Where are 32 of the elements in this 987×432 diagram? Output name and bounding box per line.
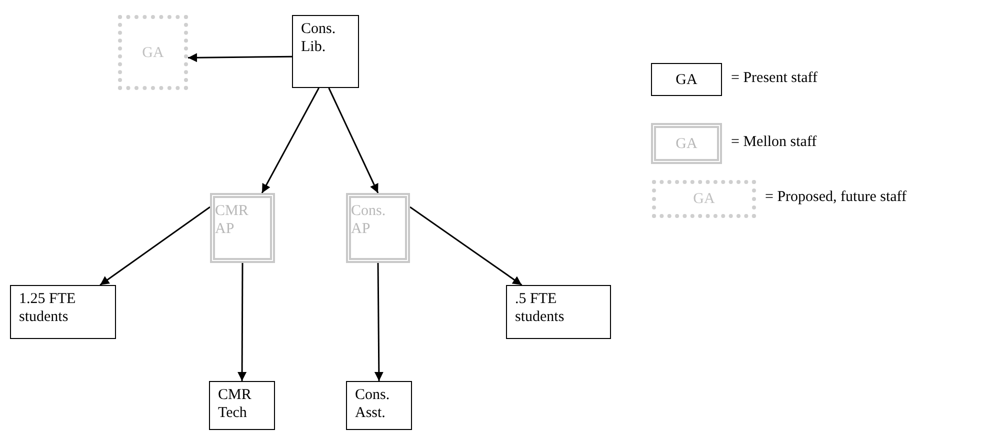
dotted-border-box [118,15,188,90]
staff-box [346,381,412,430]
arrow [100,206,210,286]
staff-box [209,381,275,430]
box-label: Cons. Asst. [355,386,391,422]
staff-box [506,285,611,339]
box-label: GA [142,44,164,62]
box-label: .5 FTE students [515,290,566,326]
arrow [238,263,247,381]
double-border-box [346,193,410,263]
box-label: GA [693,190,715,208]
arrow [328,88,379,194]
legend-text: = Mellon staff [731,132,817,150]
box-label: CMR AP [215,202,250,238]
box-label: Cons. AP [351,202,387,238]
legend-text: = Present staff [731,68,818,86]
double-border-box [651,123,722,164]
staff-box [651,63,722,96]
box-label: 1.25 FTE students [19,290,77,326]
box-label: Cons. Lib. [301,20,337,56]
arrow [374,263,384,381]
legend-text: = Proposed, future staff [765,188,906,206]
arrow [261,88,320,194]
staff-box [292,15,359,88]
box-label: GA [676,70,698,88]
staff-box [10,285,116,339]
box-label: GA [676,134,698,152]
arrow [410,206,522,286]
double-border-box [210,193,275,263]
dotted-border-box [652,180,756,218]
box-label: CMR Tech [218,386,252,422]
arrow [188,53,292,62]
